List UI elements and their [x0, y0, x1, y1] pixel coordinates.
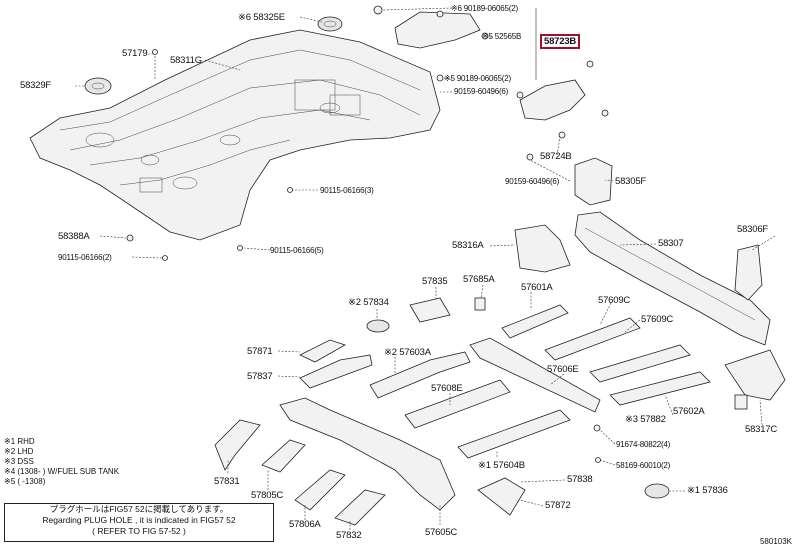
label-57837: 57837 — [247, 371, 273, 382]
label-57602A: 57602A — [673, 406, 705, 417]
bracket-57835 — [409, 297, 451, 323]
label-57608E: 57608E — [431, 383, 463, 394]
label-58316A: 58316A — [452, 240, 484, 251]
label-57685A: 57685A — [463, 274, 495, 285]
bracket-58723B — [373, 5, 489, 82]
bracket-58724B — [516, 60, 609, 161]
note-line-english: Regarding PLUG HOLE , it is indicated in… — [42, 515, 236, 525]
label-57605C: 57605C — [425, 527, 458, 538]
floor-pan-58311G — [29, 29, 441, 241]
label-90189-06065-b: ※5 90189-06065(2) — [444, 74, 511, 83]
diagram-id: 580103K — [759, 537, 792, 546]
label-57179: 57179 — [122, 48, 148, 59]
label-90115-06166-a: 90115-06166(3) — [320, 186, 374, 195]
label-58169-60010: 58169-60010(2) — [616, 461, 671, 470]
label-58325E: ※6 58325E — [238, 12, 285, 23]
bracket-57805C — [261, 439, 306, 473]
label-91674-80822: 91674-80822(4) — [616, 440, 671, 449]
member-57606E — [469, 337, 601, 413]
label-90159-60496-b: 90159-60496(6) — [505, 177, 560, 186]
plug-58325E — [317, 16, 343, 32]
footnotes: ※1 RHD ※2 LHD ※3 DSS ※4 (1308- ) W/FUEL … — [4, 437, 119, 487]
label-58329F: 58329F — [20, 80, 52, 91]
crossmember-57609C-b — [589, 344, 691, 383]
bracket-57872 — [477, 477, 526, 516]
label-57871: 57871 — [247, 346, 273, 357]
note-line-japanese: プラグホールはFIG57 52に掲載してあります。 — [49, 504, 229, 514]
label-57609C-a: 57609C — [598, 295, 631, 306]
bolt-90115-b — [237, 245, 243, 251]
label-58305F: 58305F — [615, 176, 647, 187]
label-57834: ※2 57834 — [348, 297, 389, 308]
label-58724B: 58724B — [540, 151, 572, 162]
bracket-57806A — [294, 469, 346, 511]
label-52565B: ※5 52565B — [482, 32, 522, 41]
label-57835: 57835 — [422, 276, 448, 287]
bolt-57179 — [152, 49, 158, 55]
footnote: ※4 (1308- ) W/FUEL SUB TANK — [4, 467, 120, 476]
label-57606E: 57606E — [547, 364, 579, 375]
plug-57836 — [644, 483, 670, 499]
label-58307: 58307 — [658, 238, 684, 249]
label-90115-06166-b: 90115-06166(5) — [270, 246, 324, 255]
crossmember-57602A — [609, 371, 711, 406]
label-57838: 57838 — [567, 474, 593, 485]
bracket-57882 — [734, 394, 748, 410]
rail-58307 — [574, 211, 771, 346]
label-90159-60496-a: 90159-60496(6) — [454, 87, 509, 96]
panel-58316A — [514, 224, 571, 273]
footnote: ※1 RHD — [4, 437, 35, 446]
member-57605C — [279, 397, 456, 511]
member-57603A — [369, 351, 471, 399]
plug-hole-note-box: プラグホールはFIG57 52に掲載してあります。 Regarding PLUG… — [4, 503, 274, 542]
label-90189-06065-a: ※6 90189-06065(2) — [451, 4, 518, 13]
label-57872: 57872 — [545, 500, 571, 511]
bolt-58169 — [595, 457, 601, 463]
label-57805C: 57805C — [251, 490, 284, 501]
label-57604B: ※1 57604B — [478, 460, 525, 471]
bolt-90115-c — [162, 255, 168, 261]
note-line-reference: ( REFER TO FIG 57-52 ) — [92, 526, 186, 536]
label-90115-06166-c: 90115-06166(2) — [58, 253, 112, 262]
label-58723B-highlighted: 58723B — [540, 34, 581, 49]
plug-57834 — [366, 319, 390, 333]
label-57836: ※1 57836 — [687, 485, 728, 496]
panel-58305F — [574, 157, 613, 206]
bolt-91674 — [593, 424, 601, 432]
bracket-57831 — [214, 419, 261, 471]
bracket-57871 — [299, 339, 346, 363]
bracket-57832 — [334, 489, 386, 526]
bolt-90115-a — [287, 187, 293, 193]
label-58306F: 58306F — [737, 224, 769, 235]
bracket-57837 — [299, 354, 373, 389]
footnote: ※3 DSS — [4, 457, 34, 466]
member-57608E — [404, 379, 511, 429]
panel-58317C — [724, 349, 786, 401]
crossmember-57601A — [501, 304, 569, 339]
label-57832: 57832 — [336, 530, 362, 541]
label-58388A: 58388A — [58, 231, 90, 242]
footnote: ※2 LHD — [4, 447, 34, 456]
bolt-58388A — [126, 234, 134, 242]
bracket-57685A — [474, 297, 486, 311]
plug-58329F — [84, 77, 112, 95]
panel-58306F — [734, 244, 763, 301]
crossmember-57609C-a — [544, 317, 641, 361]
label-57831: 57831 — [214, 476, 240, 487]
leader-lines — [75, 7, 776, 530]
label-57882: ※3 57882 — [625, 414, 666, 425]
footnote: ※5 ( -1308) — [4, 477, 46, 486]
label-57603A: ※2 57603A — [384, 347, 431, 358]
label-57806A: 57806A — [289, 519, 321, 530]
label-57601A: 57601A — [521, 282, 553, 293]
label-57609C-b: 57609C — [641, 314, 674, 325]
label-58311G: 58311G — [170, 55, 202, 66]
label-58317C: 58317C — [745, 424, 778, 435]
member-57604B — [457, 409, 571, 459]
